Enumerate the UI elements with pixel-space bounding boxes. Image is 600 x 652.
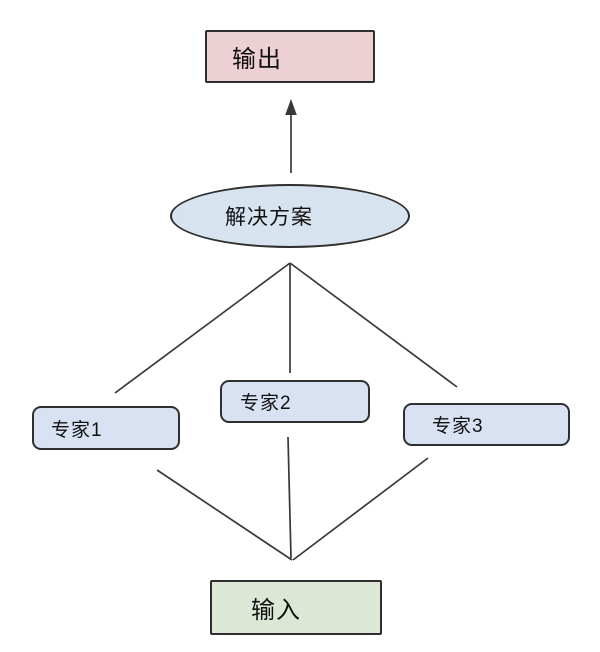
expert2-node: 专家2 bbox=[220, 380, 370, 423]
output-node-label: 输出 bbox=[232, 46, 282, 73]
edge-expert2-input bbox=[287, 436, 292, 559]
expert1-node-label: 专家1 bbox=[51, 419, 103, 441]
edge-solution-expert3 bbox=[289, 262, 458, 388]
expert3-node-label: 专家3 bbox=[432, 416, 484, 437]
arrow-up-icon bbox=[285, 99, 297, 115]
edge-solution-expert1 bbox=[114, 262, 291, 394]
edge-expert1-input bbox=[156, 469, 293, 561]
output-node: 输出 bbox=[205, 30, 375, 83]
input-node: 输入 bbox=[210, 580, 382, 635]
edge-expert3-input bbox=[292, 457, 429, 561]
solution-node-label: 解决方案 bbox=[225, 206, 313, 229]
expert1-node: 专家1 bbox=[32, 406, 180, 450]
expert3-node: 专家3 bbox=[403, 403, 570, 446]
solution-ellipse-node: 解决方案 bbox=[170, 184, 410, 248]
expert2-node-label: 专家2 bbox=[240, 393, 292, 414]
input-node-label: 输入 bbox=[251, 597, 301, 624]
